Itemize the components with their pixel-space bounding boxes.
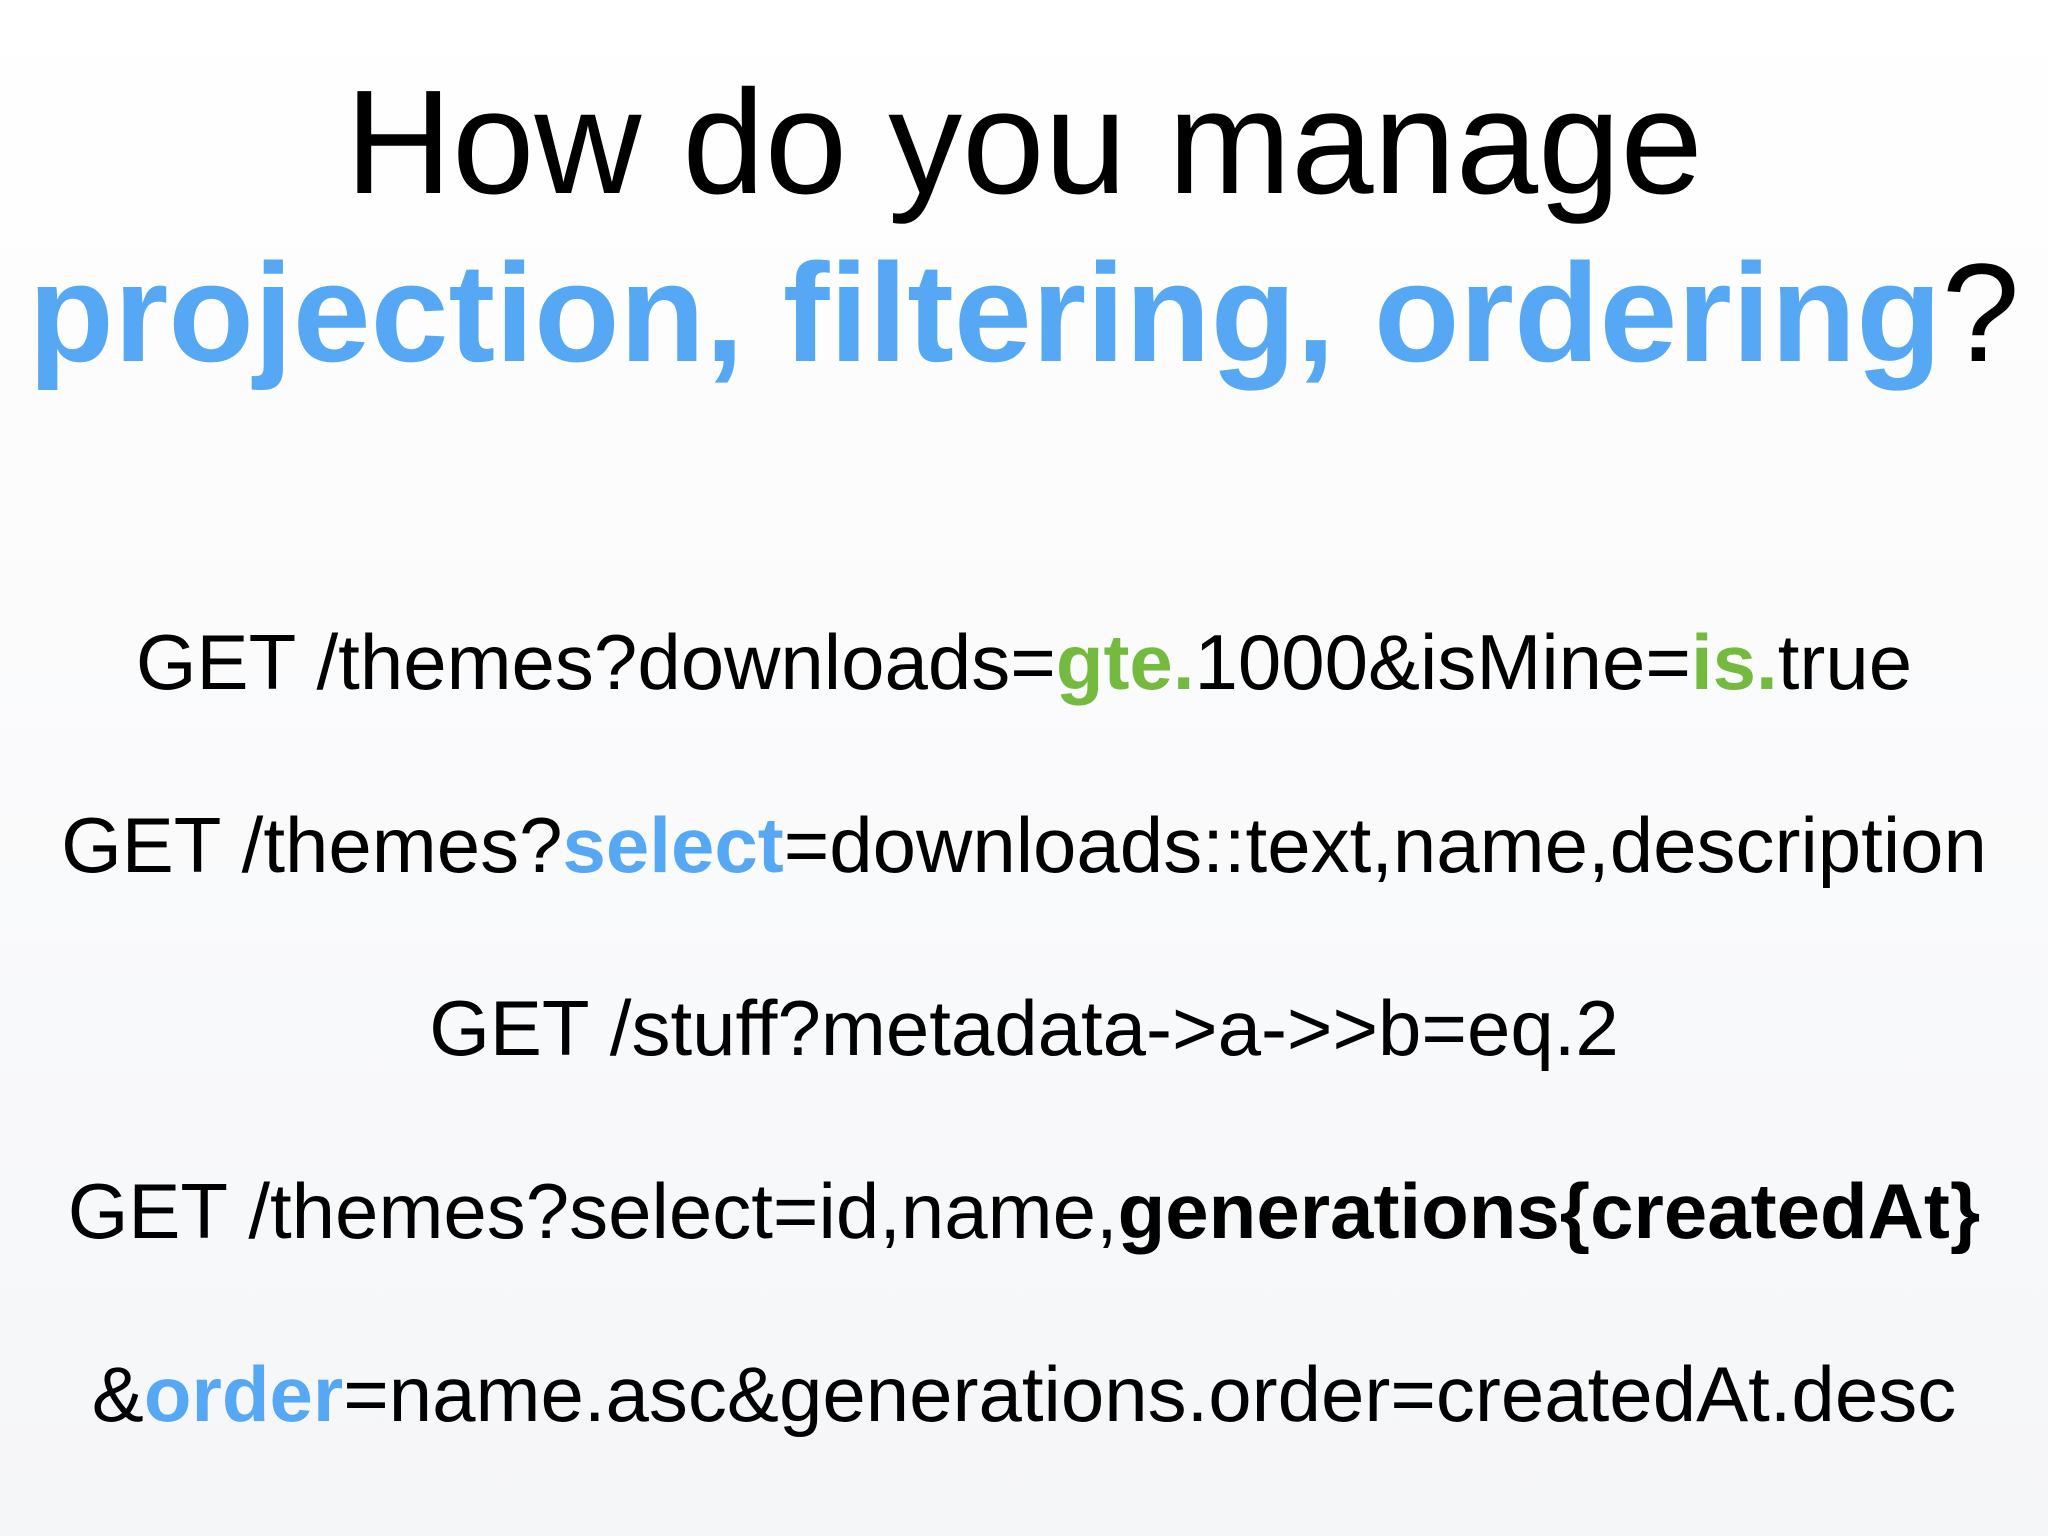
example-select-prefix: GET /themes? <box>61 801 563 889</box>
example-embed-line: GET /themes?select=id,name,generations{c… <box>0 1161 2048 1261</box>
example-filter-prefix: GET /themes?downloads= <box>135 618 1056 706</box>
example-embed-prefix: GET /themes?select=id,name, <box>67 1167 1118 1255</box>
operator-gte: gte. <box>1055 618 1195 706</box>
example-order-line: &order=name.asc&generations.order=create… <box>0 1344 2048 1444</box>
example-filter-middle: 1000&isMine= <box>1194 618 1691 706</box>
keyword-select: select <box>562 801 784 889</box>
embedded-resource: generations{createdAt} <box>1117 1167 1981 1255</box>
keyword-order: order <box>143 1350 344 1438</box>
example-order-ampersand: & <box>91 1350 144 1438</box>
operator-is: is. <box>1690 618 1778 706</box>
title-highlight-terms: projection, filtering, ordering <box>28 234 1942 391</box>
example-filter-value: true <box>1777 618 1913 706</box>
slide-title-line-1: How do you manage <box>345 60 1703 225</box>
example-filter-line: GET /themes?downloads=gte.1000&isMine=is… <box>0 612 2048 712</box>
example-select-line: GET /themes?select=downloads::text,name,… <box>0 795 2048 895</box>
example-select-columns: =downloads::text,name,description <box>783 801 1987 889</box>
slide-title-line-2: projection, filtering, ordering? <box>0 228 2048 398</box>
example-json-path-line: GET /stuff?metadata->a->>b=eq.2 <box>429 984 1619 1072</box>
example-order-clause: =name.asc&generations.order=createdAt.de… <box>343 1350 1957 1438</box>
title-question-mark: ? <box>1941 234 2020 391</box>
